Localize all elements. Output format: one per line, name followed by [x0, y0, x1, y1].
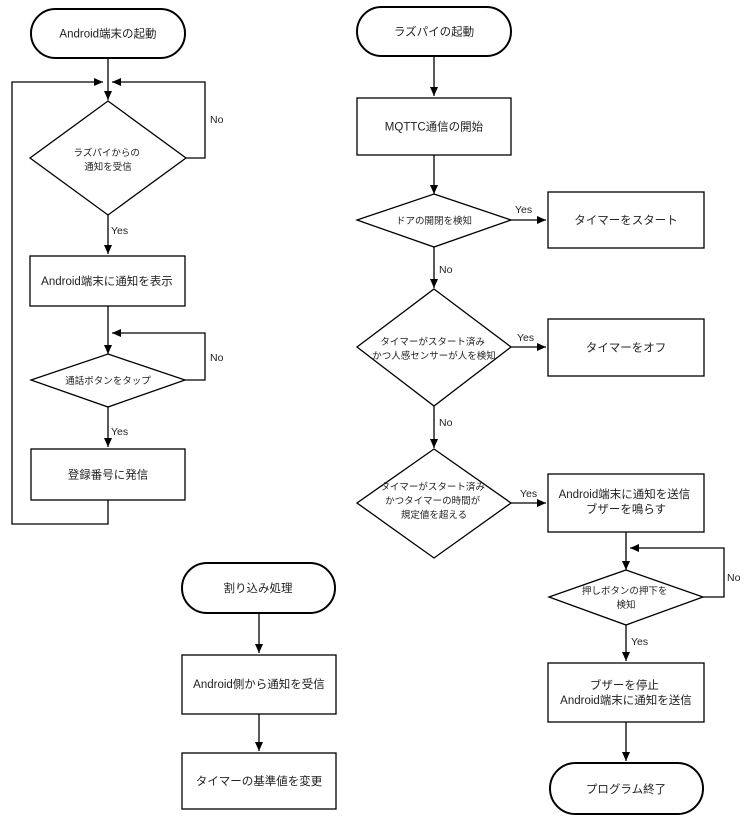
connector-call-loopback: [11, 78, 109, 525]
decision-tap-call: [29, 353, 187, 408]
process-call-number: [30, 448, 186, 501]
label-yes-notify: Yes: [111, 225, 128, 237]
decision-receive-notify: [28, 100, 188, 216]
decision-button-press-label: 押しボタンの押下を 検知: [582, 585, 670, 611]
interrupt-start-label: 割り込み処理: [224, 581, 293, 595]
process-receive-from-android: [181, 654, 337, 715]
label-yes-limit: Yes: [520, 488, 537, 500]
label-no-sensor: No: [439, 417, 453, 429]
connector-decision-no-loop: [112, 78, 206, 159]
process-timer-off: [547, 318, 705, 377]
start-terminal-android: [30, 8, 186, 59]
process-show-notify-label: Android端末に通知を表示: [41, 274, 173, 288]
decision-sensor-detect-label: タイマーがスタート済み かつ人感センサーが人を検知: [372, 336, 496, 362]
label-no-door: No: [439, 264, 453, 276]
process-send-notify-buzzer: [547, 473, 705, 533]
label-no-tap: No: [210, 352, 224, 364]
start-android-label: Android端末の起動: [59, 27, 156, 41]
process-call-number-label: 登録番号に発信: [68, 468, 149, 482]
decision-sensor-detect: [355, 288, 513, 407]
process-change-threshold: [181, 752, 337, 810]
label-yes-sensor: Yes: [517, 332, 534, 344]
label-no-notify: No: [210, 114, 224, 126]
connector-button-no-loop: [630, 544, 725, 598]
label-yes-tap: Yes: [111, 426, 128, 438]
end-terminal: [549, 762, 704, 815]
decision-timer-limit: [355, 448, 513, 559]
right-flow: ラズパイの起動 MQTTC通信の開始 ドアの開閉を検知 タイマーをスタート タイ…: [355, 6, 741, 815]
connector-tap-no-loop: [112, 329, 206, 381]
process-stop-buzzer-label: ブザーを停止 Android端末に通知を送信: [560, 678, 692, 707]
label-yes-door: Yes: [515, 204, 532, 216]
process-timer-off-label: タイマーをオフ: [586, 342, 667, 355]
decision-receive-notify-label: ラズパイからの 通知を受信: [74, 147, 143, 173]
start-terminal-interrupt: [181, 562, 336, 614]
process-receive-from-android-label: Android側から通知を受信: [193, 677, 325, 691]
process-change-threshold-label: タイマーの基準値を変更: [196, 774, 323, 788]
decision-door-open-label: ドアの開閉を検知: [396, 215, 472, 227]
process-timer-start-label: タイマーをスタート: [574, 214, 678, 227]
process-show-notify: [29, 255, 186, 307]
decision-door-open: [355, 193, 513, 248]
process-timer-start: [547, 191, 705, 249]
decision-button-press: [547, 569, 705, 626]
interrupt-flow: 割り込み処理 Android側から通知を受信 タイマーの基準値を変更: [181, 562, 337, 810]
end-terminal-label: プログラム終了: [586, 782, 666, 796]
decision-tap-call-label: 通話ボタンをタップ: [65, 375, 151, 387]
start-terminal-rpi: [356, 6, 512, 57]
left-flow: Android端末の起動 ラズパイからの 通知を受信 Android端末に通知を…: [11, 8, 224, 525]
process-stop-buzzer: [547, 662, 705, 723]
process-send-notify-buzzer-label: Android端末に通知を送信 ブザーを鳴らす: [559, 487, 694, 516]
decision-timer-limit-label: タイマーがスタート済み かつタイマーの時間が 規定値を超える: [380, 481, 487, 521]
start-rpi-label: ラズパイの起動: [394, 25, 474, 39]
process-mqtt-start: [356, 97, 512, 156]
label-no-button: No: [727, 572, 741, 584]
label-yes-button: Yes: [631, 636, 648, 648]
process-mqtt-start-label: MQTTC通信の開始: [385, 120, 484, 134]
